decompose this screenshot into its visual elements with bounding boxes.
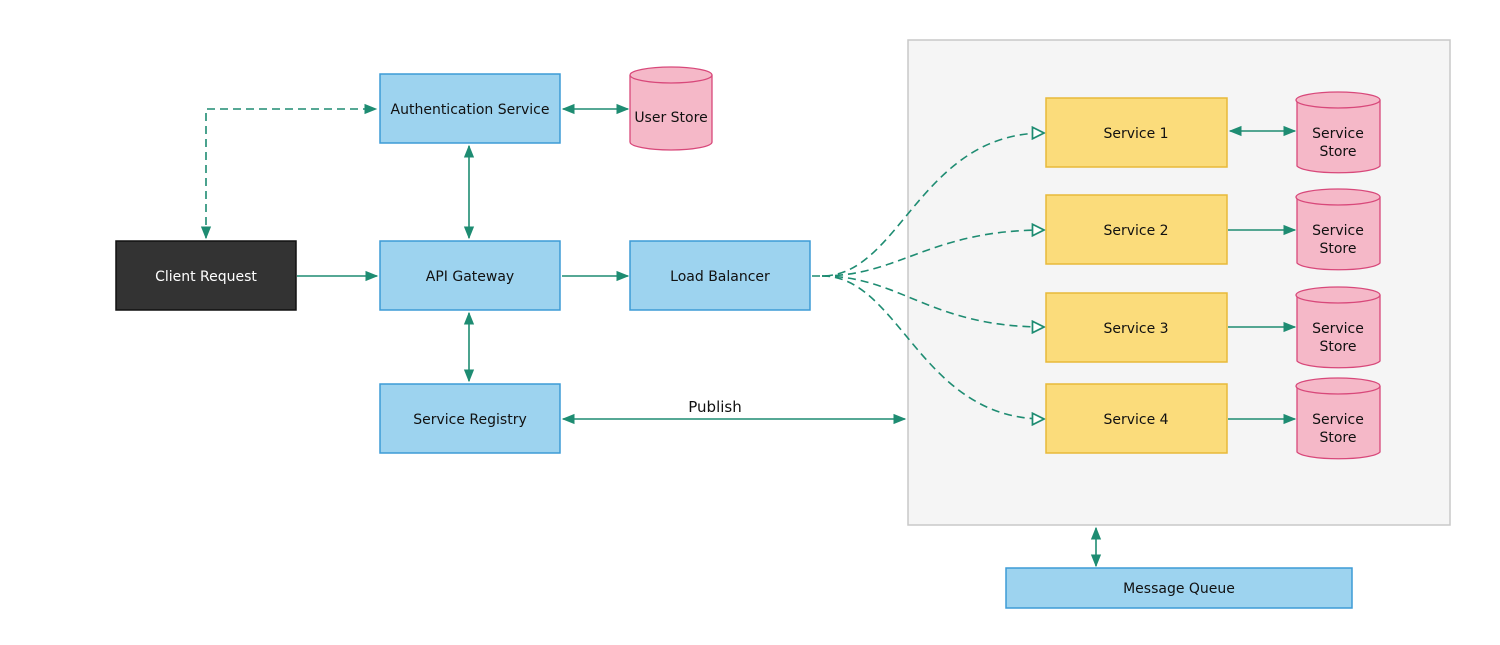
edge-lb-service-2: [821, 230, 1044, 277]
client-request-node[interactable]: Client Request: [115, 240, 297, 311]
load-balancer-node[interactable]: Load Balancer: [629, 240, 811, 311]
edge-lb-service-4: [821, 275, 1044, 419]
api-gateway-label: API Gateway: [426, 269, 514, 285]
service-1-node[interactable]: Service 1: [1045, 97, 1228, 168]
edge-lb-service-3: [821, 275, 1044, 327]
service-store-3-database[interactable]: Service Store: [1295, 286, 1381, 369]
load-balancer-label: Load Balancer: [670, 269, 770, 285]
authentication-service-label: Authentication Service: [391, 102, 550, 118]
service-4-node[interactable]: Service 4: [1045, 383, 1228, 454]
message-queue-label: Message Queue: [1123, 581, 1235, 597]
service-1-label: Service 1: [1103, 126, 1168, 142]
service-registry-label: Service Registry: [413, 412, 527, 428]
service-store-label: Service: [1312, 321, 1364, 337]
message-queue-node[interactable]: Message Queue: [1005, 567, 1353, 609]
user-store-database[interactable]: User Store: [629, 66, 713, 151]
service-store-label: Service: [1312, 223, 1364, 239]
service-store-label: Store: [1319, 144, 1356, 160]
service-store-1-database[interactable]: Service Store: [1295, 91, 1381, 174]
edge-client-auth: [200, 103, 378, 240]
publish-label: Publish: [688, 398, 741, 416]
service-store-4-database[interactable]: Service Store: [1295, 377, 1381, 460]
service-store-label: Service: [1312, 126, 1364, 142]
service-store-2-database[interactable]: Service Store: [1295, 188, 1381, 271]
service-3-label: Service 3: [1103, 321, 1168, 337]
service-3-node[interactable]: Service 3: [1045, 292, 1228, 363]
service-store-label: Store: [1319, 430, 1356, 446]
service-4-label: Service 4: [1103, 412, 1168, 428]
service-store-label: Store: [1319, 241, 1356, 257]
edges: [200, 103, 1297, 568]
service-registry-node[interactable]: Service Registry: [379, 383, 561, 454]
user-store-label: User Store: [634, 110, 707, 126]
client-request-label: Client Request: [155, 269, 257, 285]
api-gateway-node[interactable]: API Gateway: [379, 240, 561, 311]
service-store-label: Store: [1319, 339, 1356, 355]
service-2-node[interactable]: Service 2: [1045, 194, 1228, 265]
service-2-label: Service 2: [1103, 223, 1168, 239]
edge-lb-service-1: [812, 133, 1044, 277]
service-store-label: Service: [1312, 412, 1364, 428]
authentication-service-node[interactable]: Authentication Service: [379, 73, 561, 144]
